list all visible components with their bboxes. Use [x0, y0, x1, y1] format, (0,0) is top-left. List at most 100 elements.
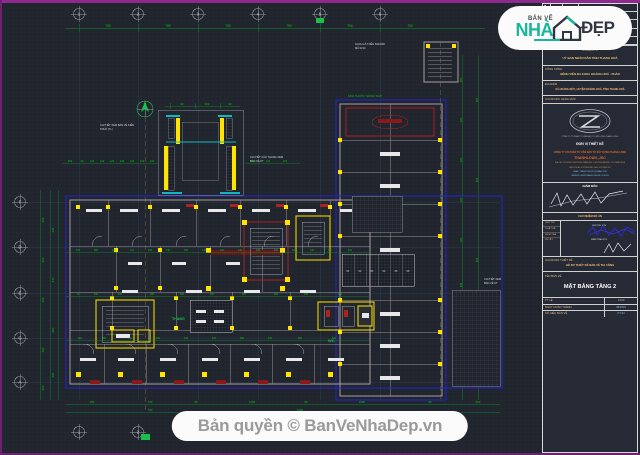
svg-text:1: 1	[78, 12, 81, 17]
svg-text:640: 640	[475, 177, 479, 182]
svg-text:340: 340	[210, 293, 215, 296]
svg-text:220: 220	[112, 249, 117, 252]
footer-value-0: 1/100	[617, 299, 625, 303]
project-value: BỆNH VIỆN ĐA KHOA HOẰNG HOÁ - PHẦN	[560, 72, 620, 77]
role-label-2: KIỂM TRA	[543, 233, 560, 239]
svg-text:D: D	[18, 245, 21, 250]
svg-text:750: 750	[105, 24, 111, 28]
owner-value: UỶ BAN NHÂN DÂN TỈNH THANH HOÁ	[562, 56, 618, 61]
sheet-title: MẶT BẰNG TẦNG 2	[563, 284, 617, 291]
svg-text:2: 2	[137, 430, 140, 435]
svg-text:360: 360	[459, 77, 463, 82]
svg-text:160: 160	[184, 249, 189, 252]
svg-text:KÍCH THƯỚC THÔNG THỦY: KÍCH THƯỚC THÔNG THỦY	[348, 93, 383, 98]
svg-text:100: 100	[328, 249, 333, 252]
svg-text:WC: WC	[328, 338, 335, 343]
svg-text:BẢN VẼ KT: BẢN VẼ KT	[484, 280, 498, 285]
svg-text:300: 300	[298, 337, 303, 340]
svg-text:270: 270	[76, 249, 81, 252]
svg-text:240: 240	[156, 337, 161, 340]
footer-row: SỐ HIỆU BẢN VẼ KT-04	[543, 311, 637, 317]
svg-text:640: 640	[475, 257, 479, 262]
svg-text:2: 2	[137, 12, 140, 17]
svg-text:320: 320	[68, 159, 73, 163]
project-label: CÔNG TRÌNH	[545, 68, 563, 72]
svg-text:340: 340	[94, 293, 99, 296]
svg-text:120: 120	[266, 159, 271, 163]
title-block: CHỦ ĐẦU TƯ UỶ BAN NHÂN DÂN TỈNH THANH HO…	[542, 3, 638, 453]
footer-value-1: 08/2019	[616, 305, 626, 309]
svg-text:120: 120	[150, 159, 155, 163]
footer-row: NGÀY HOÀN THÀNH 08/2019	[543, 304, 637, 312]
svg-text:04: 04	[383, 270, 386, 273]
svg-text:750: 750	[407, 24, 413, 28]
owner-section: CHỦ ĐẦU TƯ UỶ BAN NHÂN DÂN TỈNH THANH HO…	[543, 46, 637, 67]
house-icon	[552, 15, 582, 42]
designer-address-1: ĐỊA CHỈ: SỐ 68 NGÕ 99 ĐƯỜNG TRẦN PHÚ - P…	[555, 162, 625, 165]
designer-company-full: CÔNG TY CỔ PHẦN TƯ VẤN ĐẦU TƯ XÂY DỰNG T…	[553, 150, 627, 154]
svg-text:01: 01	[347, 270, 350, 273]
svg-text:280: 280	[90, 400, 95, 404]
svg-text:120: 120	[140, 159, 145, 163]
role-values: CHỦ TRÌ: KTS KIỂM TRA: KTS	[561, 221, 637, 256]
svg-text:120: 120	[90, 159, 95, 163]
svg-text:210: 210	[348, 249, 353, 252]
designer-company: CÔNG TY CỔ PHẦN TƯ VẤN ĐẦU TƯ XÂY DỰNG T…	[561, 135, 619, 138]
checker-label: CHỦ NHIỆM ĐỒ ÁN	[578, 214, 602, 218]
footer-label-1: NGÀY HOÀN THÀNH	[543, 304, 605, 311]
svg-text:THANG: THANG	[172, 317, 185, 321]
designer-address-3: EMAIL: THANGLONGJSC@GMAIL.COM	[573, 171, 607, 174]
svg-text:440: 440	[118, 293, 123, 296]
svg-text:90: 90	[180, 102, 184, 106]
svg-text:130: 130	[292, 249, 297, 252]
svg-text:90: 90	[228, 102, 232, 106]
stage-label: GIAI ĐOẠN THIẾT KẾ	[545, 259, 573, 263]
svg-text:180: 180	[150, 293, 155, 296]
svg-text:02: 02	[359, 270, 362, 273]
svg-text:750: 750	[347, 24, 353, 28]
svg-text:06: 06	[407, 270, 410, 273]
svg-text:70: 70	[77, 293, 80, 296]
svg-text:GẠCH LÁT NỀN 600x600: GẠCH LÁT NỀN 600x600	[355, 41, 385, 46]
logo-nha-text: NHÀ	[515, 20, 554, 41]
svg-text:↑: ↑	[16, 289, 18, 294]
approver-section: GIÁM ĐỐC	[543, 183, 637, 213]
svg-text:110: 110	[128, 337, 133, 340]
svg-text:310: 310	[51, 277, 55, 282]
svg-text:230: 230	[274, 249, 279, 252]
svg-text:420: 420	[180, 293, 185, 296]
location-section: ĐỊA ĐIỂM XÃ HOẰNG ĐỨC, HUYỆN HOẰNG HOÁ, …	[543, 81, 637, 96]
svg-text:4: 4	[257, 12, 260, 17]
company-logo-icon	[569, 108, 611, 133]
role-label-3: DUYỆT	[545, 239, 553, 242]
logo-dep-text: ĐẸP	[581, 18, 615, 37]
svg-text:CHI TIẾT XEM BẢN VẼ KIẾN: CHI TIẾT XEM BẢN VẼ KIẾN	[100, 122, 134, 127]
svg-text:80: 80	[428, 400, 432, 404]
svg-text:300: 300	[41, 385, 45, 390]
svg-text:120: 120	[283, 159, 288, 163]
svg-text:140: 140	[310, 249, 315, 252]
svg-text:960: 960	[476, 400, 481, 404]
svg-text:440: 440	[304, 293, 309, 296]
svg-text:120: 120	[110, 159, 115, 163]
svg-text:1200: 1200	[249, 400, 256, 404]
svg-text:320: 320	[459, 237, 463, 242]
logo-underline	[534, 39, 560, 41]
svg-text:C: C	[18, 336, 21, 341]
role-labels: CHỦ TRÌ THIẾT KẾ KIỂM TRA DUYỆT	[543, 221, 561, 257]
svg-text:6: 6	[379, 12, 382, 17]
svg-text:750: 750	[286, 24, 292, 28]
svg-text:BẢN VẼ KT: BẢN VẼ KT	[250, 158, 264, 163]
svg-text:MÃ 0214: MÃ 0214	[355, 45, 366, 50]
svg-text:220: 220	[242, 293, 247, 296]
svg-text:360: 360	[240, 337, 245, 340]
svg-text:720: 720	[148, 400, 153, 404]
svg-text:1080: 1080	[359, 400, 366, 404]
svg-text:80: 80	[194, 400, 198, 404]
svg-text:360: 360	[102, 337, 107, 340]
svg-text:130: 130	[202, 249, 207, 252]
signature-blue-scribble	[586, 225, 636, 237]
svg-text:140: 140	[184, 337, 189, 340]
